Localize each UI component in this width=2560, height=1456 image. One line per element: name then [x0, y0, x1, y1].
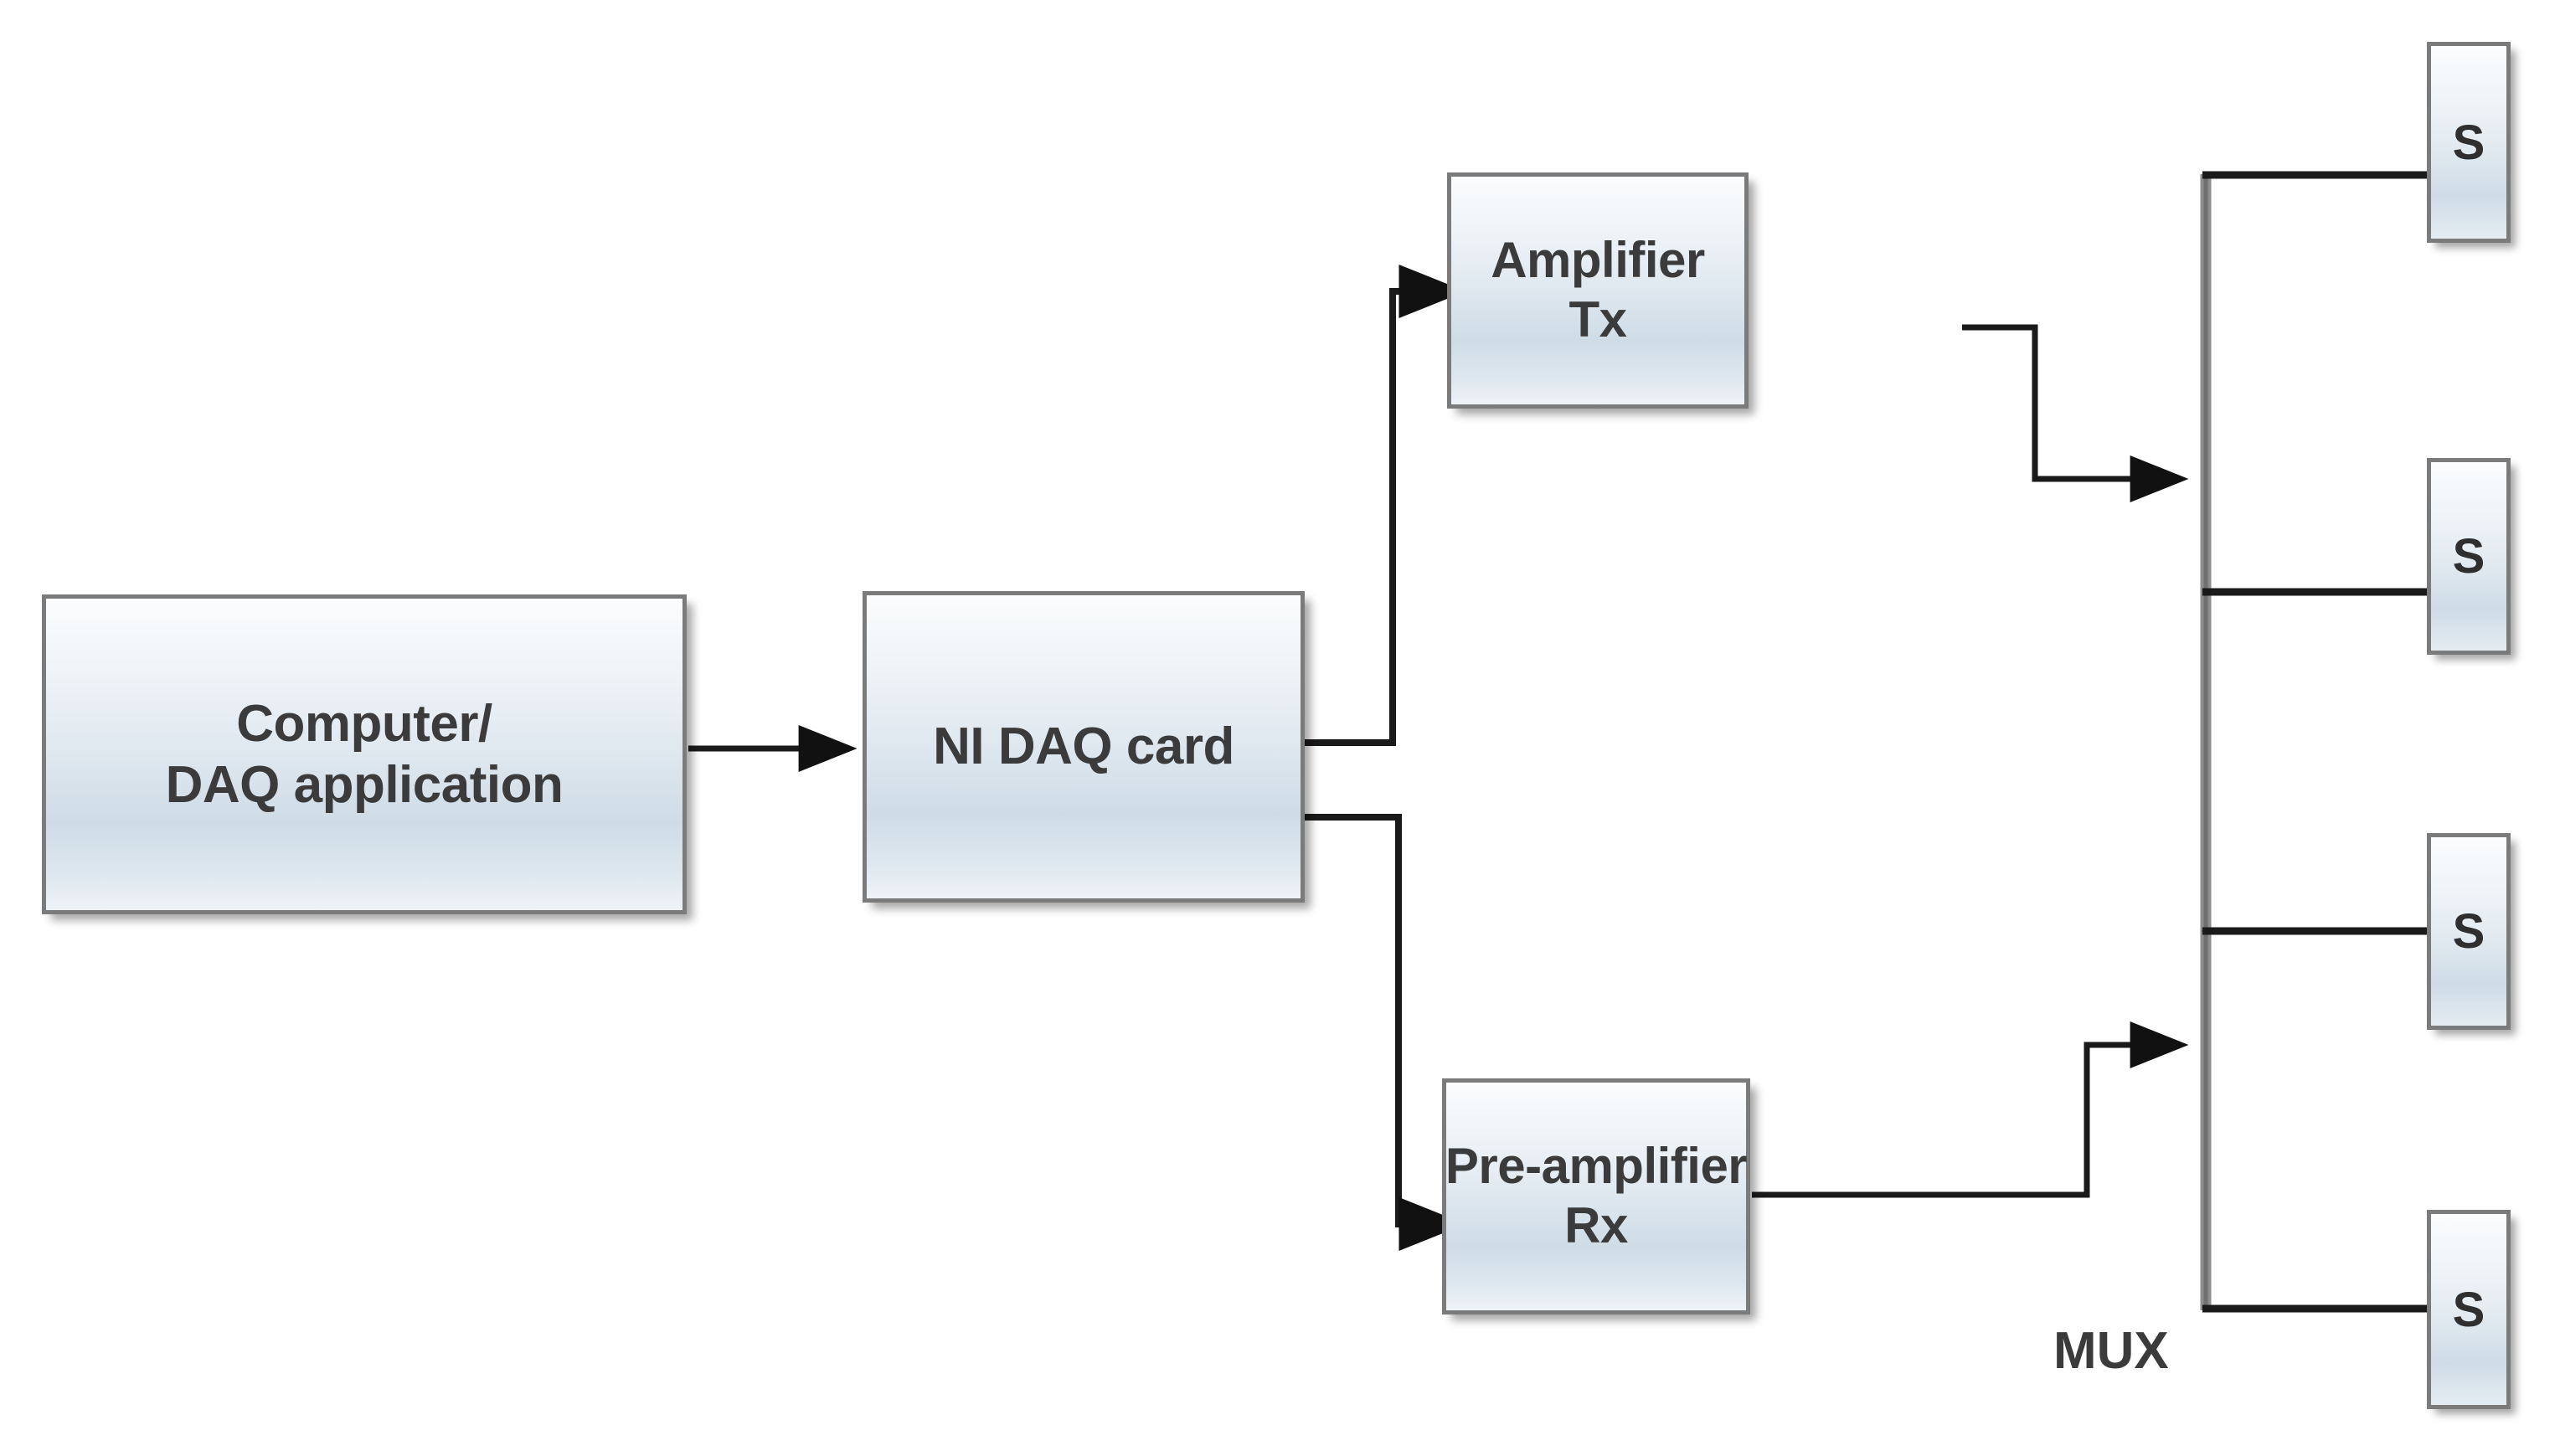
- sensor-block-2[interactable]: S: [2427, 458, 2511, 655]
- wire-nidaq-to-preamp: [1303, 814, 1466, 1251]
- sensor-block-2-label: S: [2452, 529, 2485, 584]
- block-computer-line1: Computer/: [236, 694, 492, 753]
- block-ni-daq-card[interactable]: NI DAQ card: [863, 591, 1305, 903]
- block-nidaq-line1: NI DAQ card: [933, 718, 1234, 776]
- sensor-block-1[interactable]: S: [2427, 42, 2511, 243]
- sensor-block-3[interactable]: S: [2427, 833, 2511, 1030]
- block-pre-amplifier-rx[interactable]: Pre-amplifier Rx: [1442, 1078, 1750, 1315]
- block-amplifier-line1: Amplifier: [1491, 232, 1705, 289]
- block-computer-line2: DAQ application: [165, 756, 564, 814]
- wire-nidaq-to-amplifier: [1303, 265, 1466, 746]
- wire-amplifier-to-mux: [1962, 324, 2189, 502]
- sensor-block-4[interactable]: S: [2427, 1210, 2511, 1409]
- block-preamp-line1: Pre-amplifier: [1445, 1138, 1748, 1195]
- block-amplifier-tx[interactable]: Amplifier Tx: [1447, 172, 1749, 409]
- mux-label: MUX: [2053, 1322, 2169, 1380]
- sensor-block-3-label: S: [2452, 904, 2485, 959]
- block-preamp-line2: Rx: [1564, 1197, 1628, 1253]
- wire-preamp-to-mux: [1752, 1021, 2189, 1198]
- sensor-block-1-label: S: [2452, 115, 2485, 170]
- block-computer-daq-application[interactable]: Computer/ DAQ application: [42, 594, 687, 914]
- block-amplifier-line2: Tx: [1568, 291, 1627, 347]
- sensor-block-4-label: S: [2452, 1282, 2485, 1337]
